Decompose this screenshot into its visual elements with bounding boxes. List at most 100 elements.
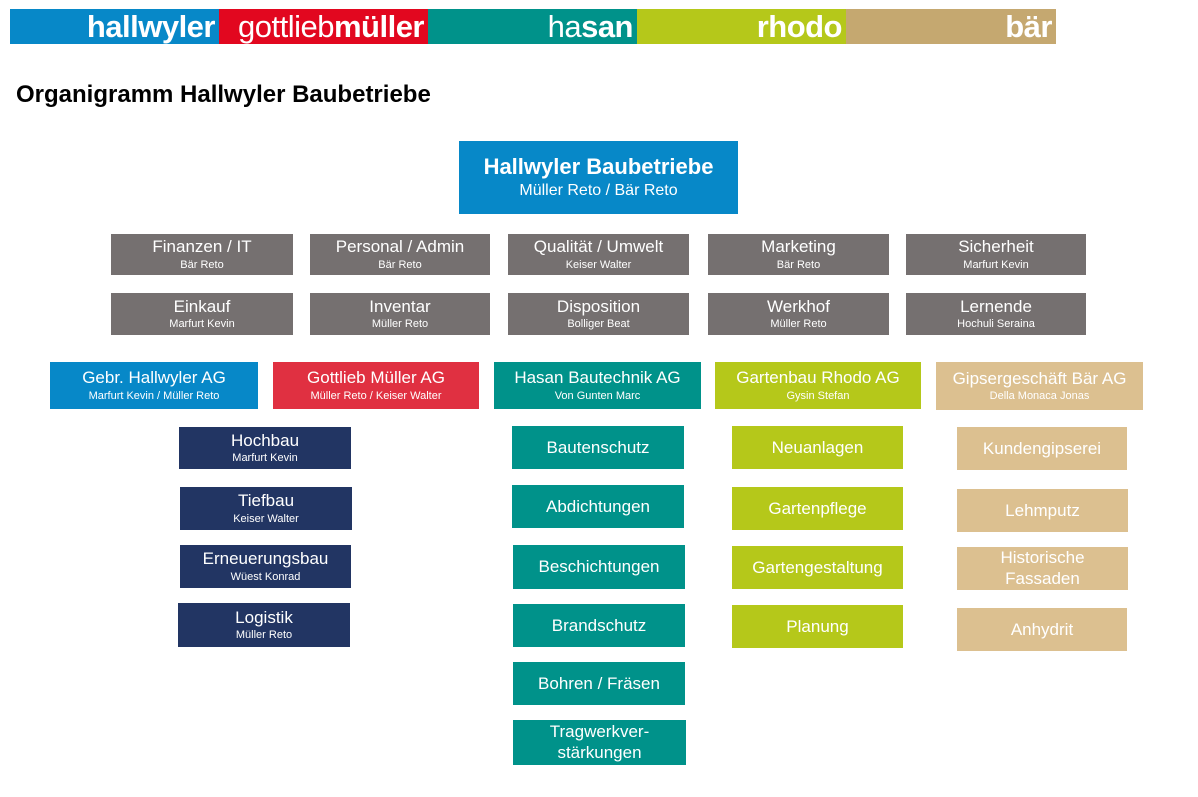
staff-label: Marketing	[761, 237, 836, 257]
page-title: Organigramm Hallwyler Baubetriebe	[16, 81, 431, 108]
company-box-baer: Gipsergeschäft Bär AG Della Monaca Jonas	[936, 362, 1143, 410]
staff-label: Lernende	[960, 296, 1032, 316]
company-box-rhodo: Gartenbau Rhodo AG Gysin Stefan	[715, 362, 921, 409]
company-person: Della Monaca Jonas	[989, 390, 1090, 403]
company-label: Gebr. Hallwyler AG	[82, 368, 226, 388]
staff-person: Hochuli Seraina	[957, 318, 1035, 331]
unit-box-tiefbau: Tiefbau Keiser Walter	[180, 487, 352, 530]
staff-person: Bär Reto	[776, 258, 821, 271]
staff-person: Keiser Walter	[565, 258, 632, 271]
company-person: Marfurt Kevin / Müller Reto	[88, 389, 220, 402]
unit-box-gartengestaltung: Gartengestaltung	[732, 546, 903, 589]
unit-box-abdichtungen: Abdichtungen	[512, 485, 684, 528]
unit-box-beschichtungen: Beschichtungen	[513, 545, 685, 589]
unit-label: Logistik	[235, 607, 293, 627]
company-label: Gipsergeschäft Bär AG	[952, 368, 1127, 388]
staff-box-sicherheit: Sicherheit Marfurt Kevin	[906, 234, 1086, 275]
unit-box-gartenpflege: Gartenpflege	[732, 487, 903, 530]
unit-box-planung: Planung	[732, 605, 903, 648]
unit-label: Abdichtungen	[546, 496, 650, 516]
unit-label: Gartengestaltung	[752, 557, 883, 577]
unit-person: Müller Reto	[235, 629, 293, 642]
unit-label: Tragwerkver- stärkungen	[549, 722, 650, 762]
brand-hasan-bold: san	[581, 9, 633, 44]
unit-label: Bohren / Fräsen	[538, 673, 660, 693]
unit-label: Anhydrit	[1010, 619, 1074, 639]
company-label: Gartenbau Rhodo AG	[736, 368, 900, 388]
staff-label: Finanzen / IT	[152, 237, 252, 257]
company-person: Gysin Stefan	[786, 389, 850, 402]
unit-label: Hochbau	[230, 430, 300, 450]
unit-label: Tiefbau	[237, 491, 295, 511]
staff-label: Sicherheit	[958, 237, 1034, 257]
org-root-person: Müller Reto / Bär Reto	[519, 182, 678, 200]
staff-box-qualitaet: Qualität / Umwelt Keiser Walter	[508, 234, 689, 275]
brand-mueller-light: gottlieb	[238, 9, 334, 44]
staff-box-personal: Personal / Admin Bär Reto	[310, 234, 490, 275]
staff-label: Einkauf	[173, 296, 231, 316]
staff-person: Marfurt Kevin	[169, 318, 235, 331]
company-label: Gottlieb Müller AG	[307, 368, 445, 388]
company-person: Von Gunten Marc	[554, 389, 641, 402]
brand-segment-hallwyler: hallwyler	[10, 9, 219, 44]
brand-rhodo-bold: rhodo	[756, 9, 843, 44]
unit-box-brandschutz: Brandschutz	[513, 604, 685, 647]
company-box-hallwyler: Gebr. Hallwyler AG Marfurt Kevin / Mülle…	[50, 362, 258, 409]
staff-box-marketing: Marketing Bär Reto	[708, 234, 889, 275]
staff-box-lernende: Lernende Hochuli Seraina	[906, 293, 1086, 335]
staff-label: Werkhof	[767, 296, 830, 316]
brand-hallwyler-bold: hallwyler	[86, 9, 216, 44]
unit-box-anhydrit: Anhydrit	[957, 608, 1127, 651]
staff-box-werkhof: Werkhof Müller Reto	[708, 293, 889, 335]
company-label: Hasan Bautechnik AG	[514, 368, 681, 388]
unit-box-logistik: Logistik Müller Reto	[178, 603, 350, 647]
unit-label: Bautenschutz	[546, 437, 650, 457]
company-box-hasan: Hasan Bautechnik AG Von Gunten Marc	[494, 362, 701, 409]
unit-person: Marfurt Kevin	[232, 452, 298, 465]
staff-person: Bolliger Beat	[567, 318, 630, 331]
staff-label: Qualität / Umwelt	[533, 237, 664, 257]
unit-label: Gartenpflege	[768, 498, 867, 518]
unit-label: Planung	[786, 616, 849, 636]
unit-label: Kundengipserei	[982, 438, 1102, 458]
staff-person: Bär Reto	[378, 258, 422, 271]
unit-box-bohren-fraesen: Bohren / Fräsen	[513, 662, 685, 705]
brand-segment-rhodo: rhodo	[637, 9, 846, 44]
staff-person: Müller Reto	[371, 318, 429, 331]
staff-person: Müller Reto	[770, 318, 827, 331]
unit-label: Historische Fassaden	[1000, 548, 1085, 588]
brand-mueller-bold: müller	[333, 9, 425, 44]
unit-box-kundengipserei: Kundengipserei	[957, 427, 1127, 470]
brand-hasan-light: ha	[547, 9, 582, 44]
unit-label: Brandschutz	[551, 615, 647, 635]
unit-label: Erneuerungsbau	[202, 549, 329, 569]
org-root-label: Hallwyler Baubetriebe	[483, 154, 714, 180]
unit-person: Wüest Konrad	[230, 570, 301, 583]
staff-label: Disposition	[556, 296, 641, 316]
company-box-mueller: Gottlieb Müller AG Müller Reto / Keiser …	[273, 362, 479, 409]
staff-box-disposition: Disposition Bolliger Beat	[508, 293, 689, 335]
unit-box-neuanlagen: Neuanlagen	[732, 426, 903, 469]
staff-box-einkauf: Einkauf Marfurt Kevin	[111, 293, 293, 335]
company-person: Müller Reto / Keiser Walter	[310, 389, 442, 402]
staff-label: Personal / Admin	[335, 237, 465, 257]
unit-label: Beschichtungen	[538, 557, 660, 577]
unit-box-hochbau: Hochbau Marfurt Kevin	[179, 427, 351, 469]
unit-box-tragwerkverstaerkungen: Tragwerkver- stärkungen	[513, 720, 686, 765]
unit-box-lehmputz: Lehmputz	[957, 489, 1128, 532]
unit-label: Lehmputz	[1005, 500, 1080, 520]
brand-segment-baer: bär	[846, 9, 1056, 44]
unit-label: Neuanlagen	[771, 437, 864, 457]
unit-box-erneuerungsbau: Erneuerungsbau Wüest Konrad	[180, 545, 351, 588]
unit-box-historische-fassaden: Historische Fassaden	[957, 547, 1128, 590]
staff-box-finanzen: Finanzen / IT Bär Reto	[111, 234, 293, 275]
staff-label: Inventar	[369, 296, 431, 316]
staff-person: Bär Reto	[180, 258, 224, 271]
brand-baer-bold: bär	[1005, 9, 1052, 44]
unit-person: Keiser Walter	[233, 512, 299, 525]
unit-box-bautenschutz: Bautenschutz	[512, 426, 684, 469]
staff-person: Marfurt Kevin	[963, 258, 1029, 271]
staff-box-inventar: Inventar Müller Reto	[310, 293, 490, 335]
